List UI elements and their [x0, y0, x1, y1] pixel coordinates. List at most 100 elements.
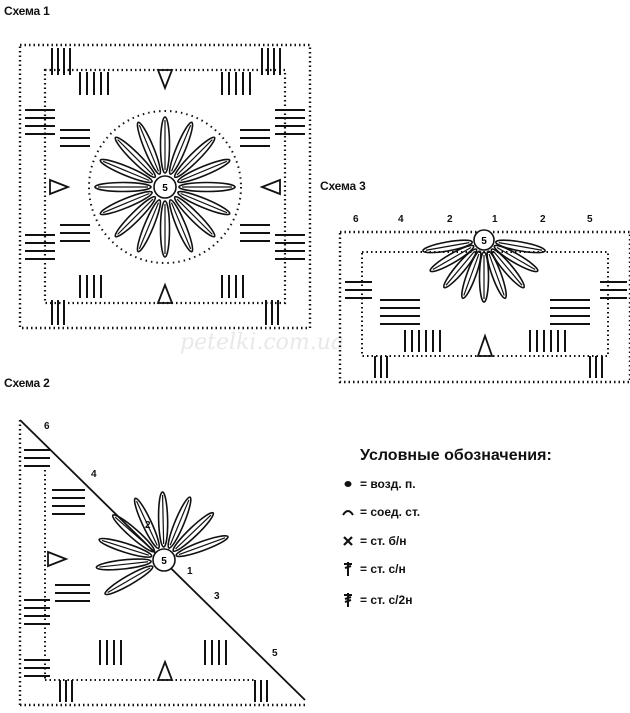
petal-stitch — [170, 202, 192, 250]
scheme3-row-number: 2 — [447, 214, 453, 225]
legend-text: = ст. с/н — [360, 562, 406, 576]
petal-stitch — [178, 537, 226, 556]
petal-stitch — [176, 139, 213, 176]
scheme2-title: Схема 2 — [4, 376, 50, 390]
scheme1-corner-block — [221, 48, 305, 147]
scheme3-inner-border — [361, 251, 609, 357]
petal — [99, 158, 153, 184]
scheme2-triangle — [47, 550, 69, 568]
watermark: petelki.com.ua — [180, 330, 345, 355]
petal-stitch — [170, 124, 192, 172]
scheme1-corner-block — [25, 224, 102, 325]
scheme1-center-ring — [153, 175, 177, 199]
slip-stitch-icon — [342, 510, 354, 516]
petal — [175, 535, 229, 558]
scheme3-center-ring — [473, 229, 495, 251]
petal-stitch — [180, 160, 228, 182]
petal-stitch — [114, 516, 153, 550]
petal-stitch — [496, 246, 536, 271]
scheme1-outer-border — [18, 43, 312, 330]
petal-stitch — [138, 202, 160, 250]
petal-stitch — [135, 500, 158, 546]
scheme3-row-number: 4 — [398, 214, 404, 225]
petal — [104, 565, 154, 596]
petal — [98, 537, 153, 558]
petal — [177, 158, 231, 184]
petal-stitch — [498, 242, 543, 251]
scheme2-triangle-motif: 5 — [18, 419, 306, 707]
double-crochet-icon — [344, 562, 352, 576]
petal-stitch — [445, 251, 475, 286]
scheme1-inner-square — [43, 68, 287, 305]
scheme3-center-number: 5 — [481, 236, 487, 247]
scheme2-triangle — [156, 659, 174, 681]
legend-row-double-crochet: = ст. с/н — [340, 559, 406, 579]
scheme2-row-number: 4 — [91, 469, 97, 480]
petal — [490, 248, 526, 289]
single-crochet-icon — [343, 536, 353, 546]
petal — [167, 496, 192, 549]
petal — [99, 190, 153, 216]
scheme1-flower — [88, 110, 242, 264]
petal-stitch — [488, 253, 505, 296]
petal-stitch — [117, 139, 154, 176]
petal — [173, 195, 216, 238]
scheme1-corner-block — [25, 48, 109, 147]
petal — [136, 199, 162, 253]
petal — [493, 244, 539, 273]
petal — [178, 181, 236, 193]
petal-stitch — [107, 567, 151, 594]
scheme1-title: Схема 1 — [4, 4, 50, 18]
petal-stitch — [138, 124, 160, 172]
petal-stitch — [493, 251, 523, 286]
legend-row-chain: = возд. п. — [340, 474, 416, 494]
petal-stitch — [180, 192, 228, 214]
scheme2-row-number: 3 — [214, 591, 220, 602]
legend-text: = ст. с/2н — [360, 593, 413, 607]
scheme2-center-ring — [152, 548, 176, 572]
legend-row-slip: = соед. ст. — [340, 502, 420, 522]
petal-stitch — [101, 539, 149, 556]
scheme3-row-number: 1 — [492, 214, 498, 225]
petal — [177, 190, 231, 216]
petal — [114, 136, 157, 179]
petal-stitch — [161, 495, 165, 545]
petal — [495, 239, 546, 254]
petal — [168, 121, 194, 175]
scheme3-row-number: 6 — [353, 214, 359, 225]
legend-text: = ст. б/н — [360, 534, 407, 548]
petal — [157, 491, 169, 548]
scheme3-row-number: 5 — [587, 214, 593, 225]
petal — [111, 514, 156, 553]
scheme2-row-number: 6 — [44, 421, 50, 432]
scheme1-corner-block — [221, 224, 305, 325]
legend-title: Условные обозначения: — [360, 447, 552, 464]
petal — [486, 250, 507, 300]
petal-stitch — [463, 253, 480, 296]
scheme1-center-number: 5 — [162, 183, 168, 194]
petal-stitch — [425, 242, 470, 251]
scheme1-square-motif: 5 — [18, 43, 312, 330]
legend-text: = возд. п. — [360, 477, 416, 491]
petal — [133, 497, 161, 550]
petal — [94, 181, 152, 193]
legend-row-half-double-crochet: = ст. с/2н — [340, 590, 412, 610]
petal — [136, 121, 162, 175]
scheme1-triangle — [156, 282, 174, 304]
petal — [442, 248, 478, 289]
scheme3-row-number: 2 — [540, 214, 546, 225]
scheme2-row-number: 5 — [272, 648, 278, 659]
scheme2-center-number: 5 — [161, 556, 167, 567]
petal — [95, 558, 152, 571]
petal — [159, 116, 171, 174]
petal-stitch — [432, 246, 472, 271]
scheme1-triangle — [49, 178, 71, 196]
scheme2-stitch-block — [24, 449, 268, 702]
half-double-crochet-icon — [344, 593, 352, 607]
petal — [422, 239, 473, 254]
flower-outline — [88, 110, 242, 264]
petal-stitch — [176, 198, 213, 235]
scheme3-stitch-block — [529, 281, 627, 378]
petal-stitch — [99, 561, 149, 568]
